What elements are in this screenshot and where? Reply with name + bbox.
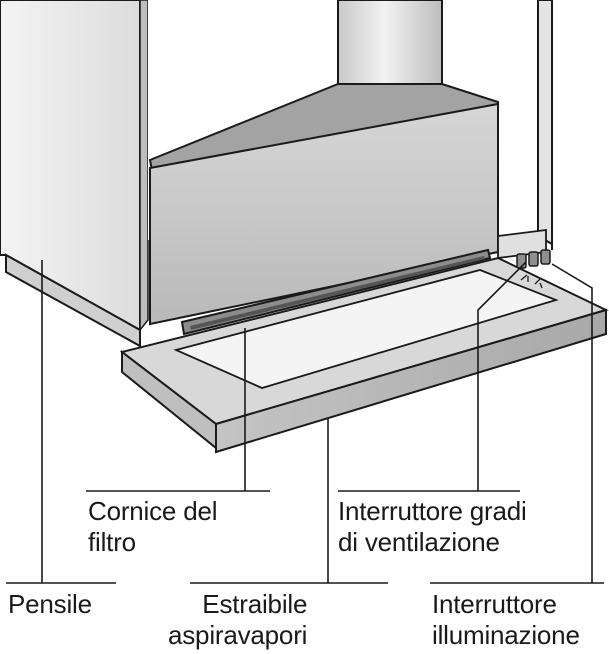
switch-knob-3 [540,249,551,265]
label-ventilation-switch: Interruttore gradi di ventilazione [338,496,527,557]
label-light-switch: Interruttore illuminazione [432,589,580,650]
cabinet-right-side [537,0,553,246]
leader-cornice [86,328,270,492]
control-switches [516,249,551,289]
chimney-duct [337,0,443,96]
leader-lines [6,260,604,584]
cabinet-left-side [139,0,149,333]
cabinet-left-bottom [5,253,141,348]
leader-estraibile [190,418,388,584]
label-filter-frame: Cornice del filtro [88,496,218,557]
filter-frame-inner [190,256,485,330]
tray-front-face [215,308,607,454]
cabinet-left [0,0,149,348]
label-wall-cabinet: Pensile [8,589,92,619]
leader-ventilazione [338,261,527,492]
switch-knob-2 [528,251,539,267]
cabinet-right [537,0,553,250]
leader-pensile [6,260,116,584]
label-pull-out-hood: Estraibile aspiravapori [168,589,308,650]
tray-glass [173,269,559,389]
leader-illuminazione [430,263,604,584]
pull-out-tray [119,228,609,454]
